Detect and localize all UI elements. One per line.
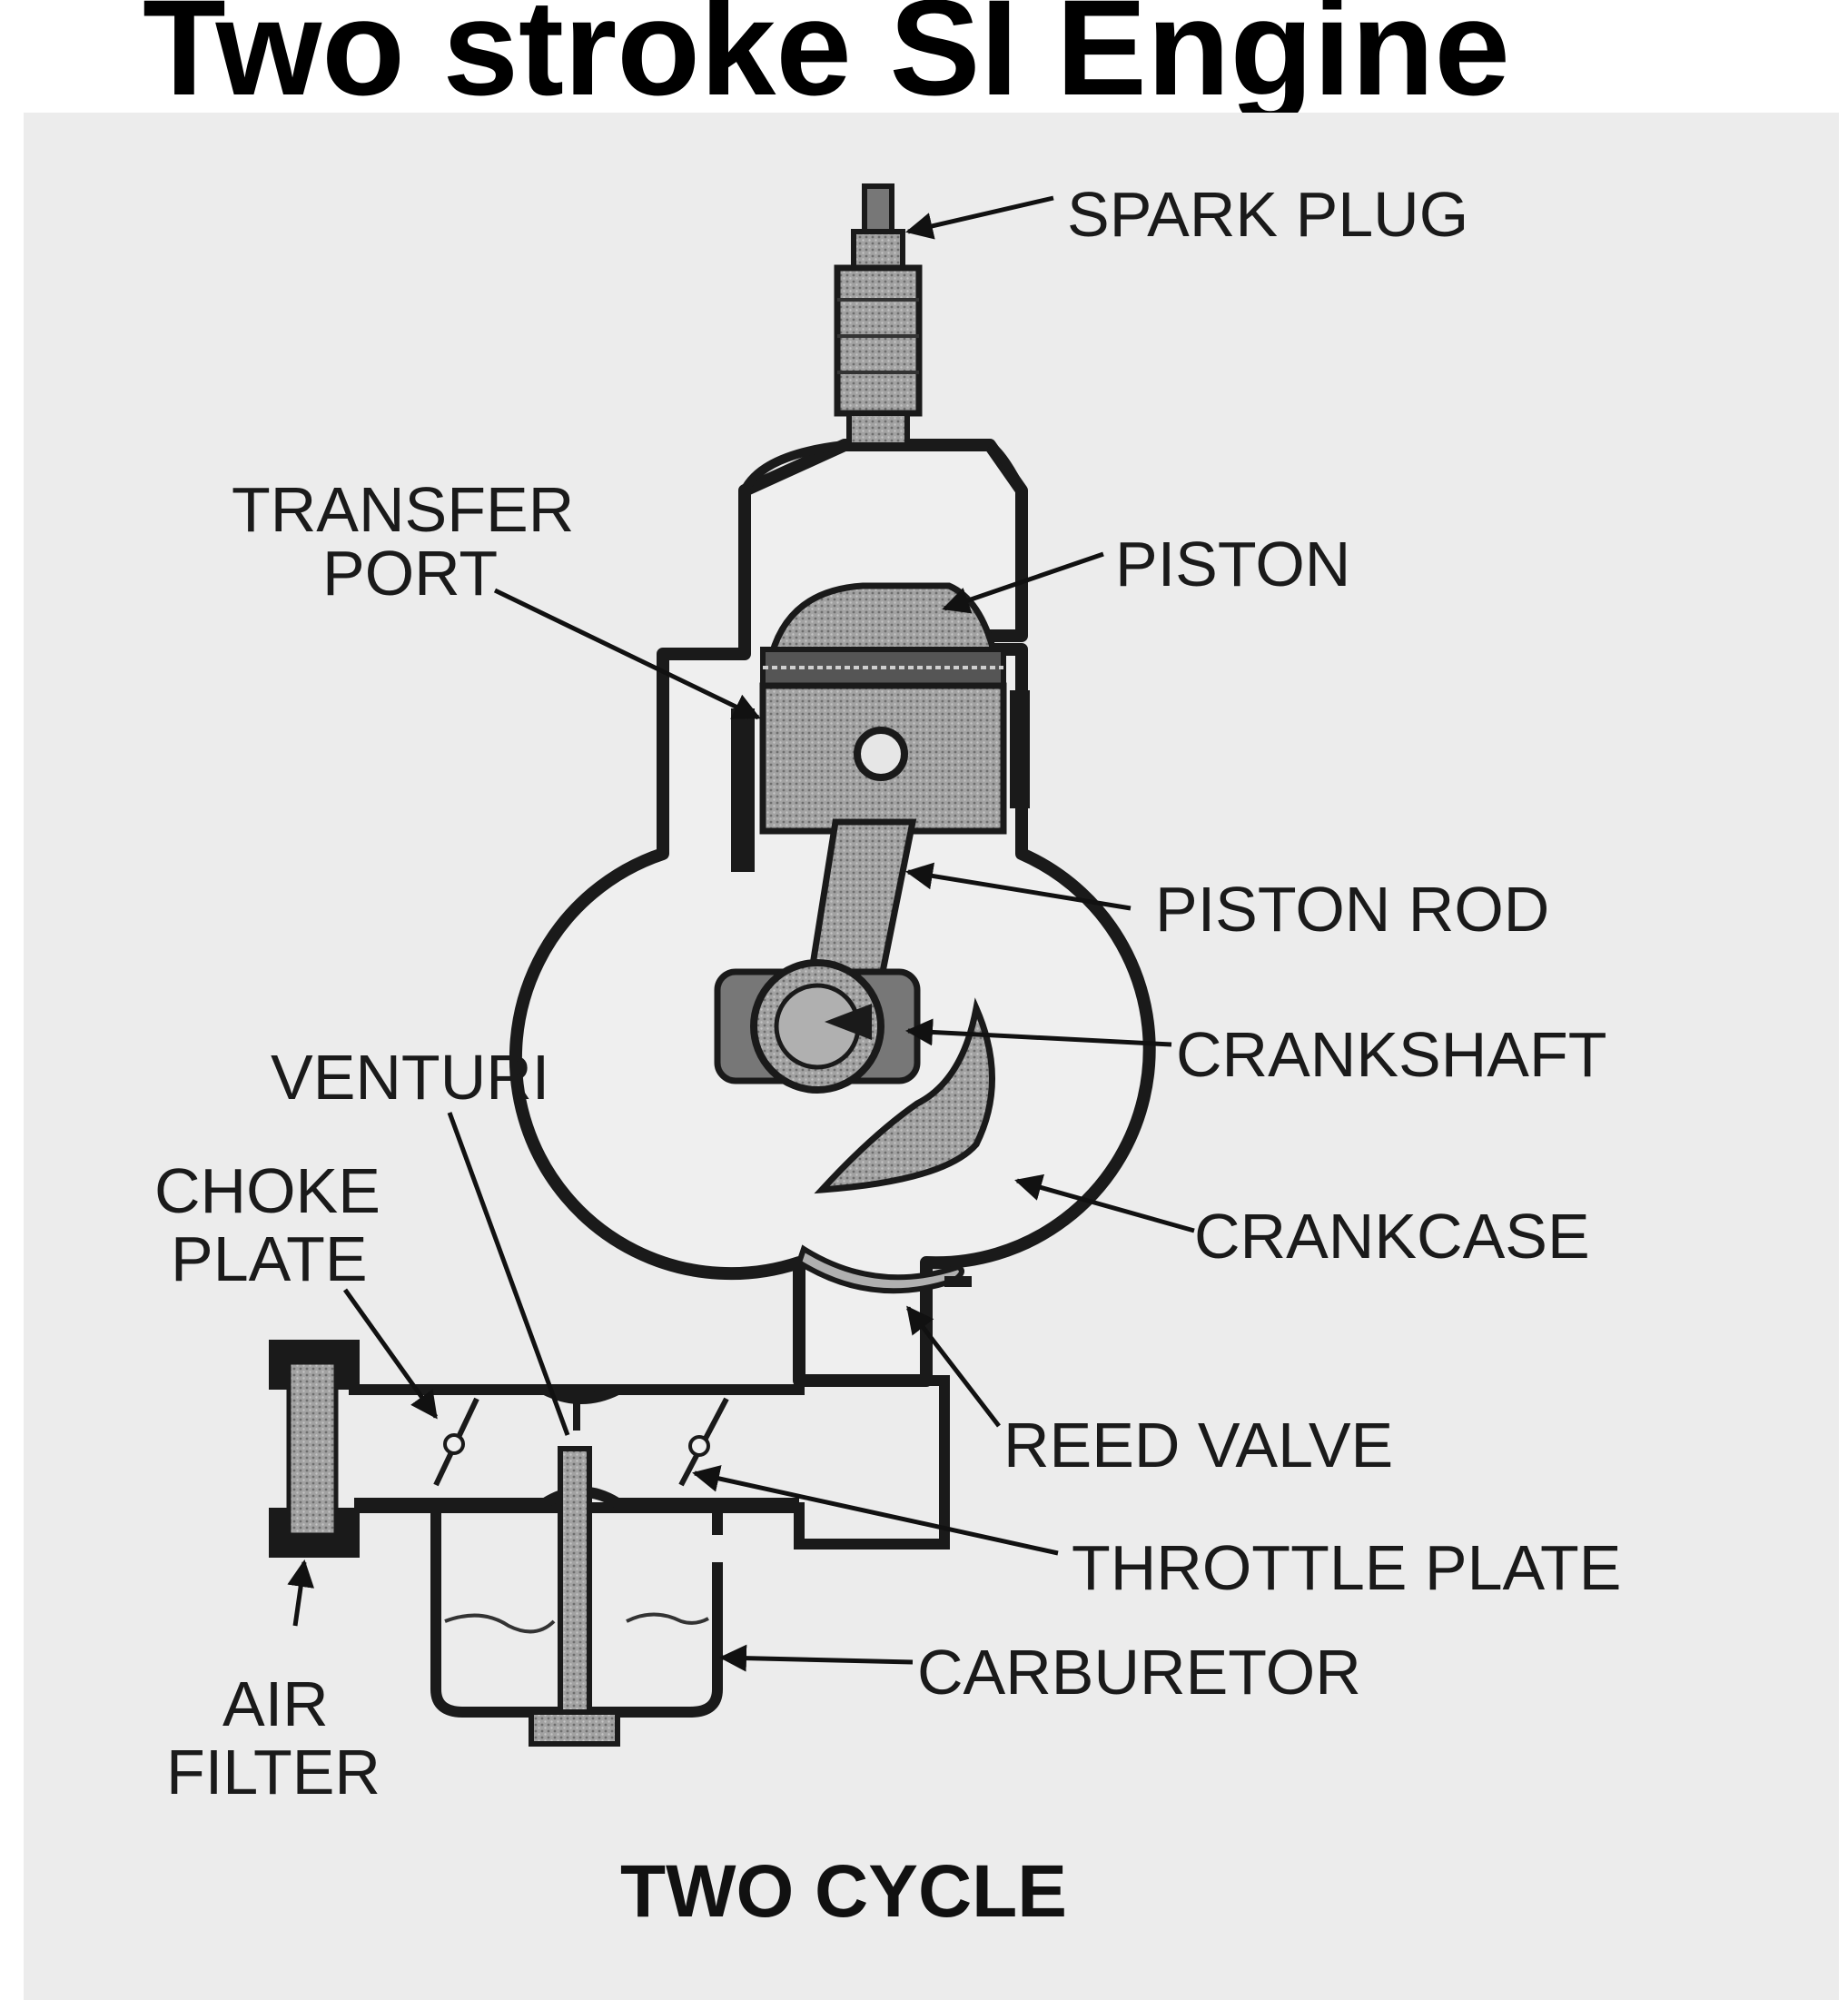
throttle-plate-icon	[678, 1397, 729, 1487]
piston-icon	[759, 582, 1007, 835]
transfer-port-left	[731, 708, 755, 872]
transfer-port-right	[1010, 690, 1030, 808]
label-reed-valve: REED VALVE	[1003, 1410, 1393, 1480]
cylinder-head	[740, 441, 1026, 493]
slide-title: Two stroke SI Engine	[143, 0, 1510, 124]
choke-plate-icon	[433, 1397, 479, 1487]
label-air-filter-line2: FILTER	[166, 1737, 380, 1807]
label-carburetor: CARBURETOR	[917, 1637, 1361, 1708]
reed-valve-icon	[796, 1244, 972, 1294]
label-piston: PISTON	[1115, 529, 1350, 599]
label-air-filter-line1: AIR	[222, 1668, 329, 1739]
air-filter-icon	[269, 1340, 360, 1558]
label-choke-plate-line2: PLATE	[171, 1223, 368, 1294]
engine-diagram: SPARK PLUG TRANSFER PORT PISTON PISTON R…	[24, 113, 1839, 2000]
carburetor-bore	[354, 1384, 799, 1404]
label-crankcase: CRANKCASE	[1194, 1201, 1590, 1272]
leader-lines	[287, 195, 1195, 1672]
label-throttle-plate: THROTTLE PLATE	[1072, 1532, 1621, 1603]
spark-plug-icon	[834, 183, 923, 448]
label-transfer-port-line1: TRANSFER	[232, 474, 574, 545]
label-venturi: VENTURI	[271, 1042, 549, 1113]
diagram-caption: TWO CYCLE	[620, 1850, 1067, 1933]
label-choke-plate-line1: CHOKE	[154, 1155, 380, 1226]
label-spark-plug: SPARK PLUG	[1067, 179, 1468, 250]
label-crankshaft: CRANKSHAFT	[1176, 1019, 1606, 1090]
label-piston-rod: PISTON ROD	[1155, 874, 1549, 945]
label-transfer-port-line2: PORT	[322, 538, 498, 609]
crankshaft-icon	[714, 959, 995, 1194]
venturi-jet-icon	[558, 1394, 592, 1715]
